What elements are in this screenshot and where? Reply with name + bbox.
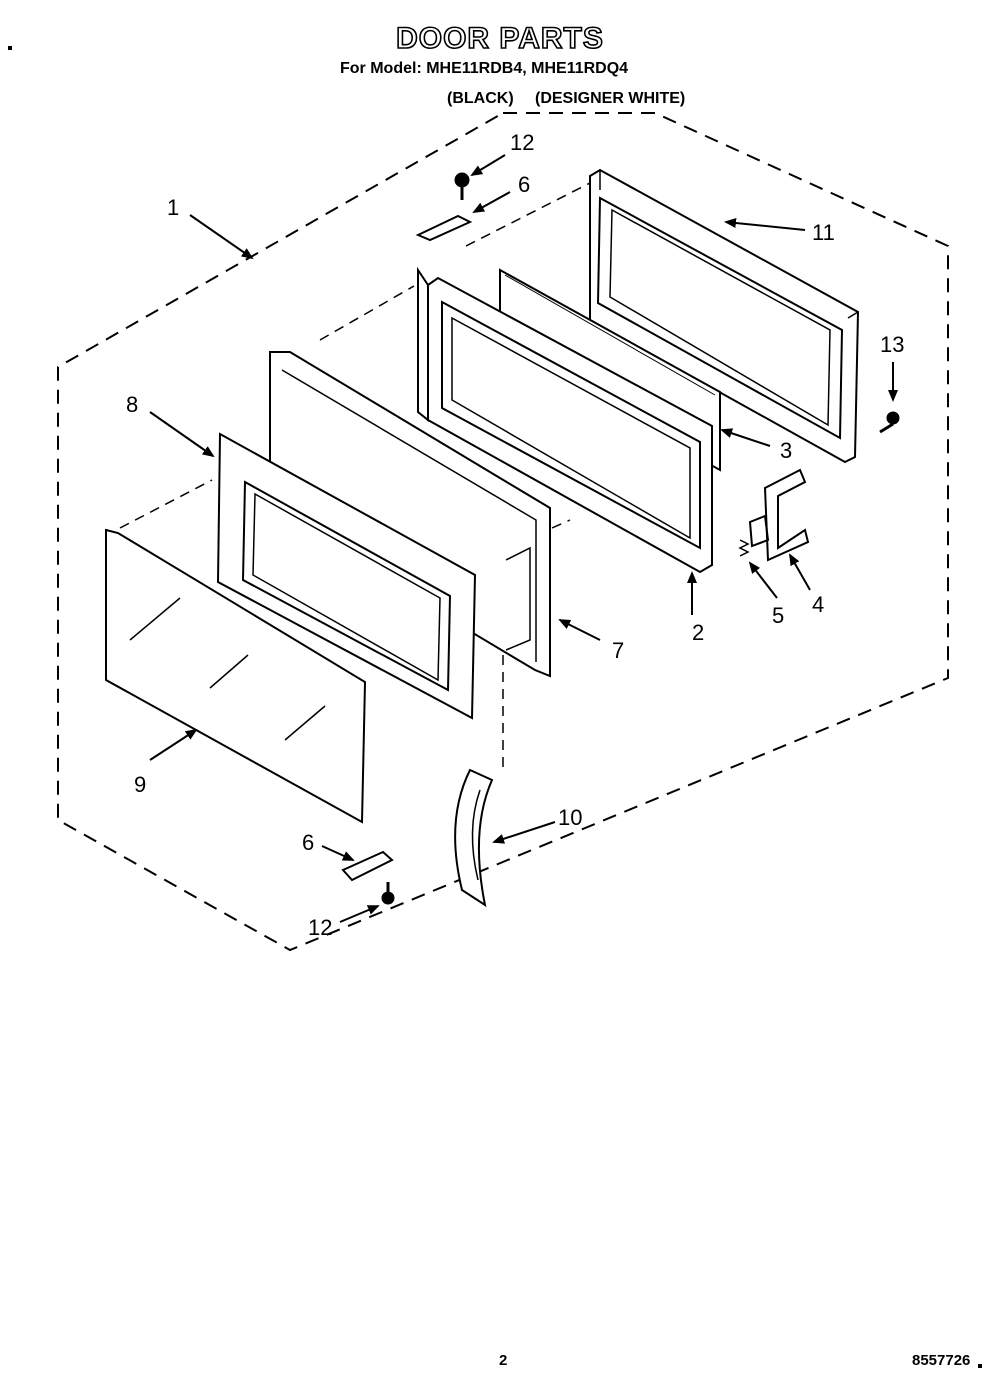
part-6-bottom-hinge	[341, 850, 394, 882]
callout-9: 9	[134, 772, 146, 797]
corner-mark-top	[8, 46, 12, 50]
leader-arrows	[149, 154, 898, 923]
part-2-inner-frame	[417, 266, 713, 574]
callout-7: 7	[612, 638, 624, 663]
part-8-trim-frame	[216, 432, 477, 720]
page-number: 2	[499, 1352, 508, 1369]
callout-4: 4	[812, 592, 824, 617]
variant-black-label: (BLACK)	[447, 90, 514, 107]
callout-13: 13	[880, 332, 904, 357]
part-13-screw	[879, 411, 900, 434]
part-9-glass-panel	[105, 528, 367, 824]
alignment-lines	[119, 182, 591, 768]
variant-white-label: (DESIGNER WHITE)	[535, 90, 686, 107]
page-title: DOOR PARTS	[395, 21, 604, 56]
callout-10: 10	[558, 805, 582, 830]
part-12-bottom-screw	[381, 882, 395, 905]
document-number: 8557726	[912, 1352, 971, 1369]
callout-1: 1	[167, 195, 179, 220]
callout-12-bottom: 12	[308, 915, 332, 940]
callout-8: 8	[126, 392, 138, 417]
part-4-latch	[748, 468, 810, 562]
callout-6-top: 6	[518, 172, 530, 197]
callout-3: 3	[780, 438, 792, 463]
part-12-top-screw	[454, 172, 470, 200]
callout-6-bottom: 6	[302, 830, 314, 855]
corner-mark-bottom	[978, 1364, 982, 1368]
callout-11: 11	[812, 220, 835, 245]
part-6-top-hinge	[415, 214, 473, 242]
callout-12-top: 12	[510, 130, 534, 155]
callout-5: 5	[772, 603, 784, 628]
callout-2: 2	[692, 620, 704, 645]
part-5-spring	[738, 539, 750, 557]
part-10-handle	[454, 768, 494, 908]
model-line: For Model: MHE11RDB4, MHE11RDQ4	[340, 60, 629, 77]
callout-labels: 1 12 6 11 13 8 3 5 4 2 7 9 10 6 12	[126, 130, 904, 940]
assembly-boundary	[57, 112, 949, 952]
